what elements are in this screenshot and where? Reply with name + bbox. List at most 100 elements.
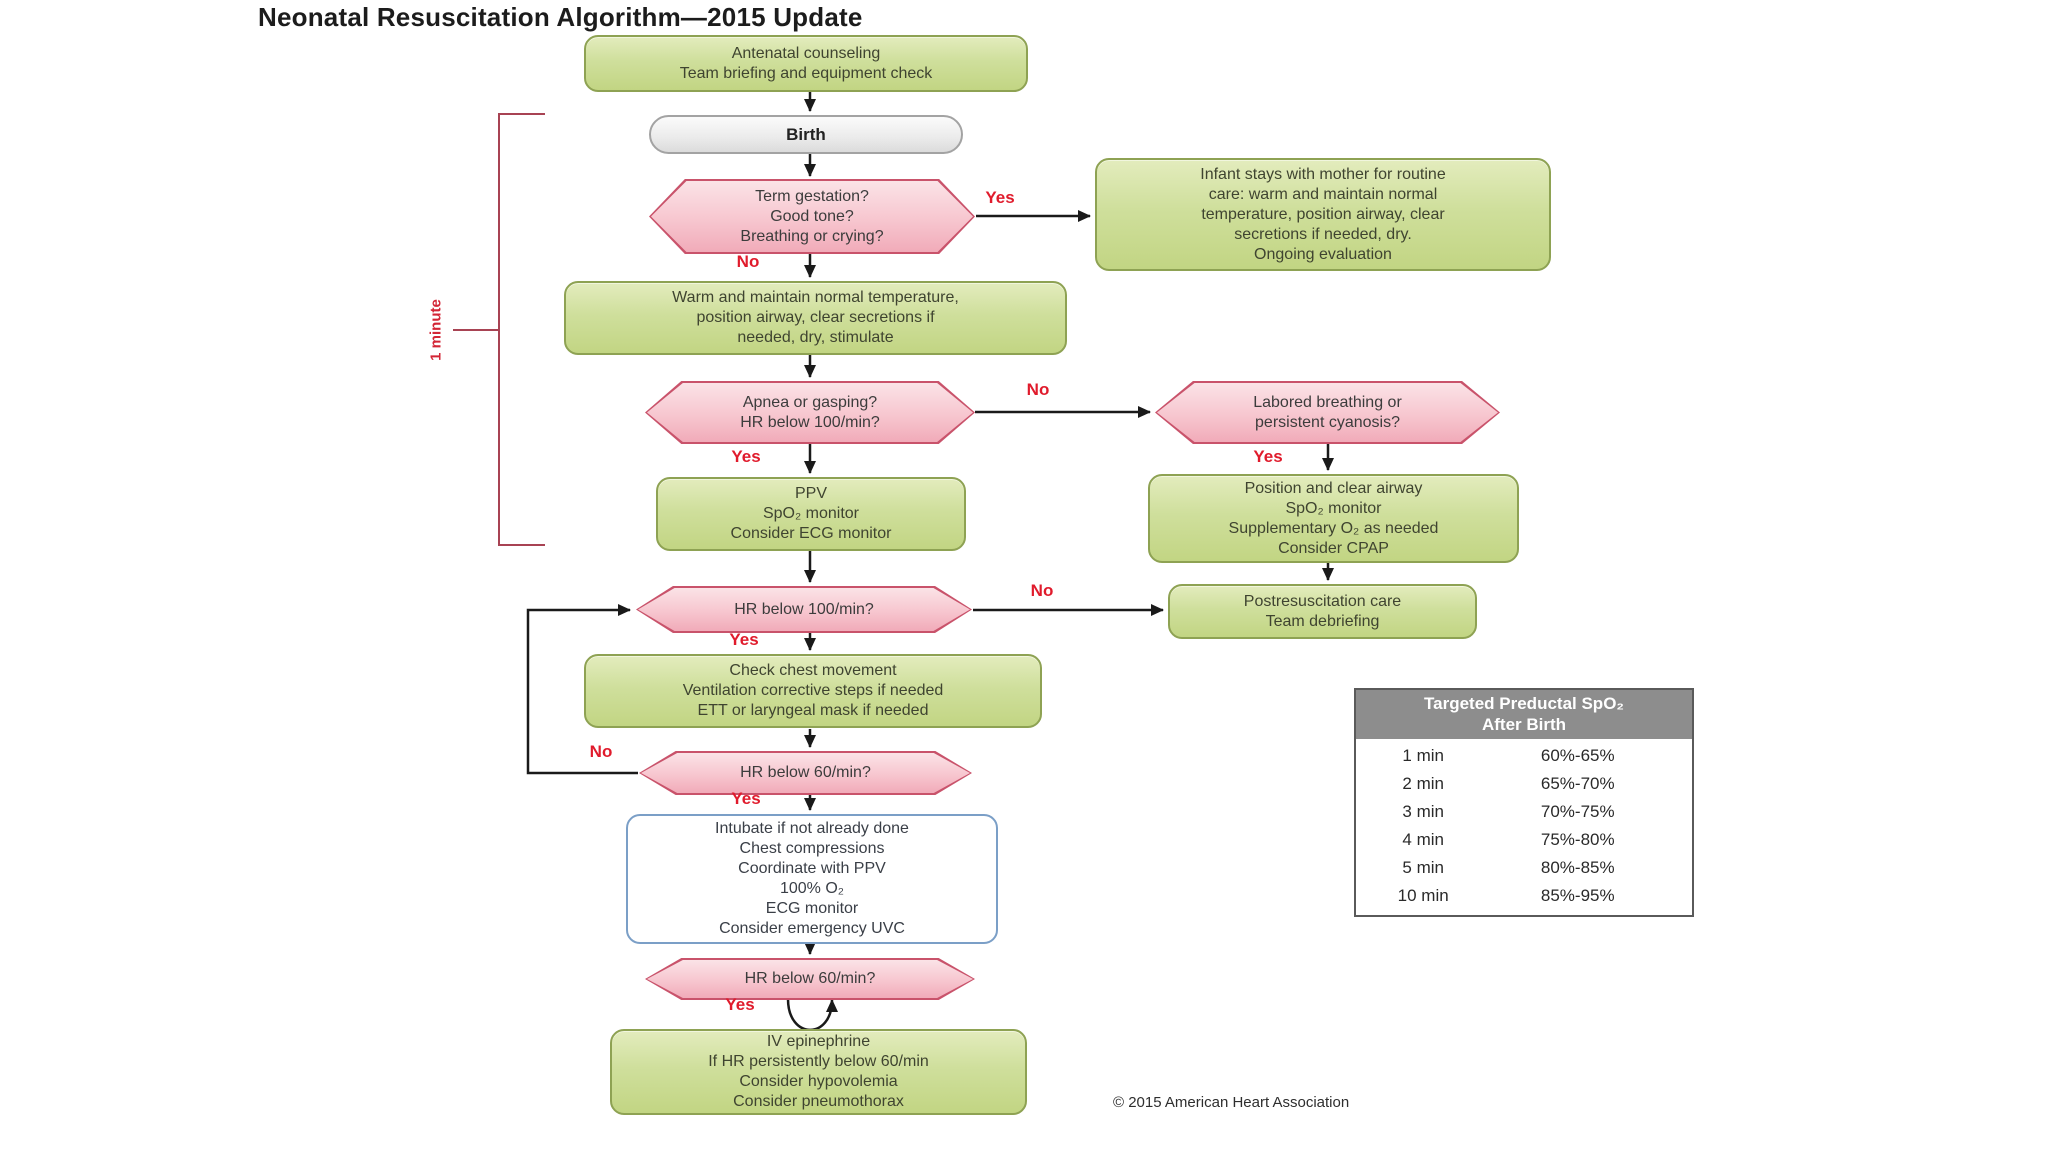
- table-row: 1 min 60%-65%: [1356, 742, 1692, 770]
- range-cell: 80%-85%: [1540, 858, 1615, 877]
- table-row: 4 min 75%-80%: [1356, 826, 1692, 854]
- text-line: Infant stays with mother for routine: [1200, 165, 1446, 183]
- text-line: Position and clear airway: [1244, 479, 1423, 497]
- text-line: needed, dry, stimulate: [737, 329, 894, 346]
- text-line: Postresuscitation care: [1243, 592, 1402, 610]
- decision-hr-below-60-second-inner: HR below 60/min?: [647, 960, 973, 998]
- time-cell: 3 min: [1402, 802, 1444, 821]
- table-row: 3 min 70%-75%: [1356, 798, 1692, 826]
- spo2-table-title-line2: After Birth: [1481, 715, 1567, 734]
- time-cell: 4 min: [1402, 830, 1444, 849]
- text-line: temperature, position airway, clear: [1201, 205, 1445, 223]
- decision-term-gestation-inner: Term gestation? Good tone? Breathing or …: [651, 181, 973, 252]
- label-yes-hr100: Yes: [729, 630, 759, 649]
- text-line: Ongoing evaluation: [1254, 245, 1392, 263]
- copyright-notice: © 2015 American Heart Association: [1113, 1094, 1350, 1111]
- text-line: HR below 60/min?: [744, 970, 876, 987]
- decision-hr-below-100: HR below 100/min?: [636, 586, 972, 633]
- one-minute-bracket: [498, 113, 545, 546]
- table-row: 2 min 65%-70%: [1356, 770, 1692, 798]
- range-cell: 75%-80%: [1540, 830, 1615, 849]
- text-line: Consider ECG monitor: [730, 525, 892, 542]
- text-line: PPV: [794, 485, 827, 502]
- range-cell: 60%-65%: [1540, 746, 1615, 765]
- text-line: Supplementary O₂ as needed: [1228, 519, 1439, 537]
- decision-hr-below-60-first-inner: HR below 60/min?: [641, 753, 970, 793]
- warm-stimulate-box: Warm and maintain normal temperature, po…: [564, 281, 1067, 355]
- label-no-hr60: No: [589, 742, 613, 761]
- decision-apnea-gasping: Apnea or gasping? HR below 100/min?: [645, 381, 975, 444]
- text-line: Consider hypovolemia: [739, 1073, 898, 1090]
- chest-compressions-box: Intubate if not already done Chest compr…: [626, 814, 998, 944]
- spo2-table-header: Targeted Preductal SpO₂ After Birth: [1356, 690, 1692, 739]
- text-line: ETT or laryngeal mask if needed: [697, 702, 929, 719]
- text-line: Intubate if not already done: [715, 820, 909, 837]
- text-line: Birth: [786, 124, 826, 144]
- routine-care-box: Infant stays with mother for routine car…: [1095, 158, 1551, 271]
- text-line: Team debriefing: [1265, 612, 1380, 630]
- text-line: Ventilation corrective steps if needed: [682, 682, 944, 699]
- decision-hr-below-60-second: HR below 60/min?: [645, 958, 975, 1000]
- text-line: SpO₂ monitor: [762, 505, 860, 522]
- text-line: Apnea or gasping?: [742, 393, 878, 411]
- time-cell: 10 min: [1397, 886, 1449, 905]
- spo2-table-title-line1: Targeted Preductal SpO₂: [1424, 694, 1624, 713]
- label-no-term: No: [736, 252, 760, 271]
- time-cell: 1 min: [1402, 746, 1444, 765]
- table-row: 5 min 80%-85%: [1356, 854, 1692, 882]
- antenatal-counseling-box: Antenatal counseling Team briefing and e…: [584, 35, 1028, 92]
- text-line: Team briefing and equipment check: [679, 64, 933, 82]
- text-line: Consider pneumothorax: [733, 1093, 904, 1110]
- text-line: Warm and maintain normal temperature,: [672, 289, 959, 306]
- range-cell: 65%-70%: [1540, 774, 1615, 793]
- text-line: 100% O₂: [779, 880, 845, 897]
- cpap-box: Position and clear airway SpO₂ monitor S…: [1148, 474, 1519, 563]
- page-title: Neonatal Resuscitation Algorithm—2015 Up…: [258, 2, 863, 32]
- text-line: Coordinate with PPV: [738, 860, 886, 877]
- time-cell: 2 min: [1402, 774, 1444, 793]
- text-line: HR below 60/min?: [740, 764, 871, 781]
- text-line: IV epinephrine: [766, 1033, 871, 1050]
- ppv-box: PPV SpO₂ monitor Consider ECG monitor: [656, 477, 966, 551]
- text-line: ECG monitor: [765, 900, 859, 917]
- text-line: Consider emergency UVC: [719, 920, 905, 937]
- text-line: Check chest movement: [729, 662, 897, 679]
- arrow-hr60b-repeat-loop: [786, 998, 838, 1032]
- text-line: Antenatal counseling: [731, 44, 881, 62]
- text-line: position airway, clear secretions if: [696, 309, 935, 326]
- decision-labored-breathing: Labored breathing or persistent cyanosis…: [1155, 381, 1500, 444]
- text-line: Consider CPAP: [1278, 539, 1389, 557]
- text-line: HR below 100/min?: [740, 413, 880, 431]
- epinephrine-box: IV epinephrine If HR persistently below …: [610, 1029, 1027, 1115]
- label-no-hr100: No: [1030, 581, 1054, 600]
- text-line: persistent cyanosis?: [1255, 413, 1400, 431]
- text-line: Labored breathing or: [1253, 393, 1402, 411]
- decision-hr-below-100-inner: HR below 100/min?: [638, 588, 970, 631]
- label-yes-labored: Yes: [1253, 447, 1283, 466]
- spo2-table-body: 1 min 60%-65% 2 min 65%-70% 3 min 70%-75…: [1356, 739, 1692, 915]
- text-line: If HR persistently below 60/min: [708, 1053, 929, 1070]
- decision-labored-breathing-inner: Labored breathing or persistent cyanosis…: [1157, 383, 1498, 442]
- text-line: HR below 100/min?: [734, 600, 874, 618]
- text-line: Term gestation?: [755, 187, 869, 205]
- text-line: secretions if needed, dry.: [1234, 225, 1412, 243]
- one-minute-label: 1 minute: [427, 299, 445, 361]
- text-line: Chest compressions: [739, 840, 885, 857]
- spo2-target-table: Targeted Preductal SpO₂ After Birth 1 mi…: [1354, 688, 1694, 917]
- birth-box: Birth: [649, 115, 963, 154]
- text-line: Breathing or crying?: [740, 227, 884, 245]
- time-cell: 5 min: [1402, 858, 1444, 877]
- label-yes-hr60: Yes: [731, 789, 761, 808]
- text-line: care: warm and maintain normal: [1208, 185, 1438, 203]
- range-cell: 70%-75%: [1540, 802, 1615, 821]
- text-line: Good tone?: [770, 207, 854, 225]
- label-yes-hr60-repeat: Yes: [725, 995, 755, 1014]
- check-chest-movement-box: Check chest movement Ventilation correct…: [584, 654, 1042, 728]
- table-row: 10 min 85%-95%: [1356, 882, 1692, 910]
- postresuscitation-box: Postresuscitation care Team debriefing: [1168, 584, 1477, 639]
- range-cell: 85%-95%: [1540, 886, 1615, 905]
- text-line: SpO₂ monitor: [1285, 499, 1382, 517]
- label-yes-term: Yes: [985, 188, 1015, 207]
